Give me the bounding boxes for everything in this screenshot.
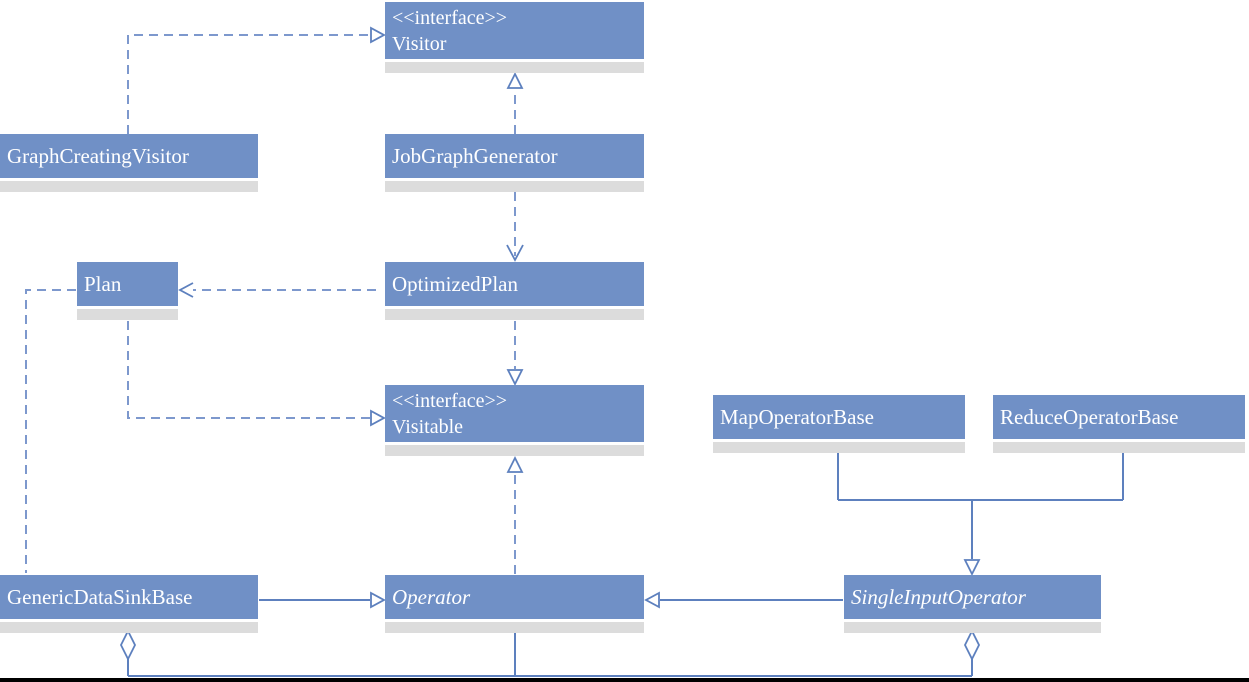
class-singleinputoperator: SingleInputOperator bbox=[844, 575, 1101, 633]
node-shadow bbox=[385, 622, 644, 633]
node-shadow bbox=[385, 62, 644, 73]
class-visitor: <<interface>> Visitor bbox=[385, 2, 644, 73]
edge-singleinputoperator-operator bbox=[644, 591, 843, 609]
class-reduceoperatorbase: ReduceOperatorBase bbox=[993, 395, 1245, 453]
class-reduceoperatorbase-body: ReduceOperatorBase bbox=[993, 395, 1245, 439]
class-name: GraphCreatingVisitor bbox=[7, 143, 189, 168]
class-graphcreatingvisitor-body: GraphCreatingVisitor bbox=[0, 134, 258, 178]
class-operator-body: Operator bbox=[385, 575, 644, 619]
node-shadow bbox=[713, 442, 965, 453]
class-name: Plan bbox=[84, 271, 122, 296]
class-operator: Operator bbox=[385, 575, 644, 633]
node-shadow bbox=[993, 442, 1245, 453]
node-shadow bbox=[385, 445, 644, 456]
class-optimizedplan-body: OptimizedPlan bbox=[385, 262, 644, 306]
edge-jobgraphgenerator-optimizedplan bbox=[506, 192, 524, 262]
class-mapoperatorbase-body: MapOperatorBase bbox=[713, 395, 965, 439]
class-mapoperatorbase: MapOperatorBase bbox=[713, 395, 965, 453]
class-genericdatasinkbase-body: GenericDataSinkBase bbox=[0, 575, 258, 619]
class-visitor-body: <<interface>> Visitor bbox=[385, 2, 644, 59]
edge-graphcreatingvisitor-visitor bbox=[127, 26, 386, 134]
edge-jobgraphgenerator-visitor bbox=[506, 71, 524, 134]
edge-operator-visitable bbox=[506, 455, 524, 574]
class-name: MapOperatorBase bbox=[720, 404, 874, 429]
edge-genericdatasinkbase-operator bbox=[259, 591, 386, 609]
class-name: Visitor bbox=[392, 32, 447, 55]
stereotype-label: <<interface>> bbox=[392, 389, 508, 412]
class-optimizedplan: OptimizedPlan bbox=[385, 262, 644, 320]
node-shadow bbox=[77, 309, 178, 320]
class-jobgraphgenerator-body: JobGraphGenerator bbox=[385, 134, 644, 178]
class-name: Operator bbox=[392, 584, 471, 609]
class-singleinputoperator-body: SingleInputOperator bbox=[844, 575, 1101, 619]
node-shadow bbox=[0, 622, 258, 633]
class-plan-body: Plan bbox=[77, 262, 178, 306]
edge-mapreduce-singleinputoperator bbox=[837, 452, 1124, 577]
edge-genericdatasinkbase-plan bbox=[25, 289, 76, 573]
class-name: ReduceOperatorBase bbox=[1000, 404, 1179, 429]
bottom-border-line bbox=[0, 678, 1249, 682]
class-jobgraphgenerator: JobGraphGenerator bbox=[385, 134, 644, 192]
class-visitable-body: <<interface>> Visitable bbox=[385, 385, 644, 442]
node-shadow bbox=[844, 622, 1101, 633]
class-name: SingleInputOperator bbox=[851, 584, 1026, 609]
class-name: Visitable bbox=[392, 415, 464, 438]
edge-optimizedplan-visitable bbox=[506, 321, 524, 387]
node-shadow bbox=[385, 309, 644, 320]
class-genericdatasinkbase: GenericDataSinkBase bbox=[0, 575, 258, 633]
class-graphcreatingvisitor: GraphCreatingVisitor bbox=[0, 134, 258, 192]
node-shadow bbox=[0, 181, 258, 192]
stereotype-label: <<interface>> bbox=[392, 6, 508, 29]
edge-optimizedplan-plan bbox=[178, 282, 376, 298]
class-plan: Plan bbox=[77, 262, 178, 320]
class-name: OptimizedPlan bbox=[392, 271, 518, 296]
class-name: JobGraphGenerator bbox=[392, 143, 558, 168]
class-visitable: <<interface>> Visitable bbox=[385, 385, 644, 456]
node-shadow bbox=[385, 181, 644, 192]
edge-aggregation-bottom-rail bbox=[119, 628, 981, 677]
edge-plan-visitable bbox=[127, 321, 386, 427]
class-name: GenericDataSinkBase bbox=[7, 584, 193, 609]
